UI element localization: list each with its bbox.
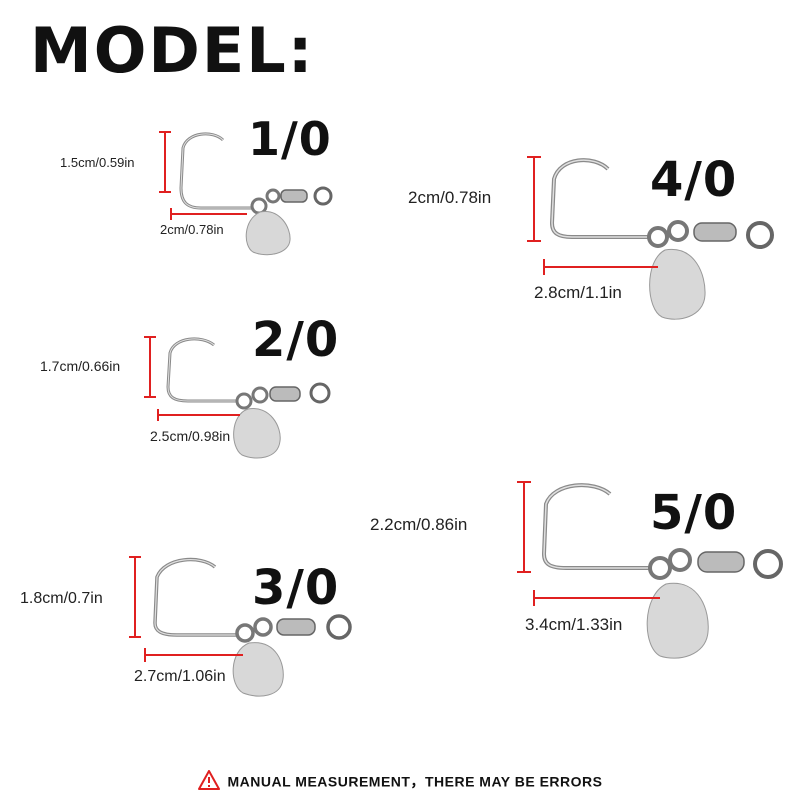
- model-size-label: 2/0: [252, 312, 340, 368]
- model-size-label: 4/0: [650, 152, 738, 208]
- hook-height-label: 2.2cm/0.86in: [370, 515, 468, 534]
- hook-length-label: 2.8cm/1.1in: [534, 283, 622, 302]
- hook-image: [527, 156, 774, 320]
- hook-image: [129, 556, 352, 697]
- hook-height-label: 1.5cm/0.59in: [60, 155, 135, 170]
- hook-length-label: 2cm/0.78in: [160, 222, 224, 237]
- page-title: MODEL:: [30, 14, 315, 87]
- hook-height-label: 2cm/0.78in: [408, 188, 492, 207]
- hook-image: [517, 481, 783, 659]
- warning-icon: [197, 770, 220, 793]
- hook-length-label: 3.4cm/1.33in: [525, 615, 623, 634]
- hook-length-label: 2.7cm/1.06in: [134, 668, 226, 685]
- hook-image: [144, 336, 331, 459]
- hook-image: [159, 131, 333, 256]
- model-size-label: 1/0: [248, 112, 332, 166]
- hook-height-label: 1.8cm/0.7in: [20, 590, 103, 607]
- model-size-label: 3/0: [252, 560, 340, 616]
- disclaimer-text: MANUAL MEASUREMENT，THERE MAY BE ERRORS: [227, 773, 603, 790]
- hook-length-label: 2.5cm/0.98in: [150, 428, 231, 444]
- disclaimer: MANUAL MEASUREMENT，THERE MAY BE ERRORS: [0, 770, 800, 793]
- model-size-label: 5/0: [650, 485, 738, 541]
- hook-height-label: 1.7cm/0.66in: [40, 358, 121, 374]
